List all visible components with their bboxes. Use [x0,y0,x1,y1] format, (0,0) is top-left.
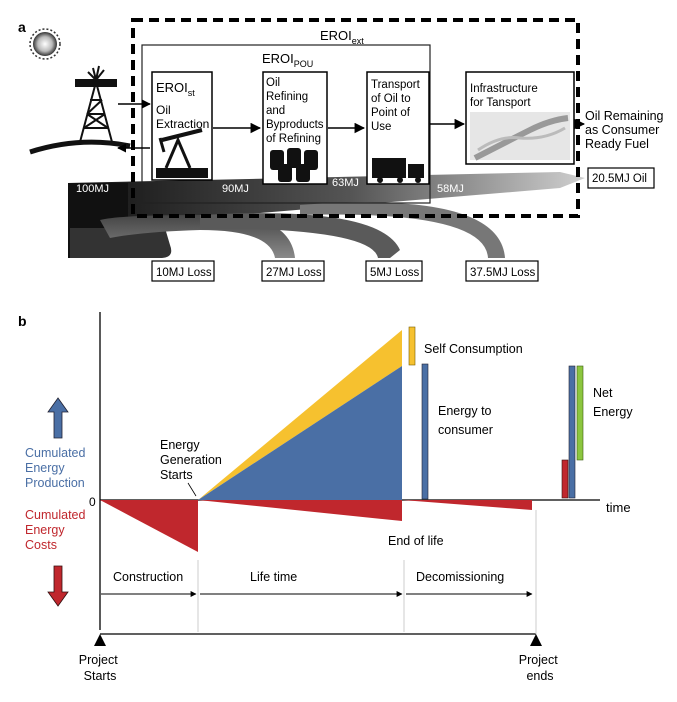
infrastructure-stage: Infrastructure for Tansport [465,71,575,165]
sun-icon [29,28,61,60]
decommissioning-cost-area [402,500,532,510]
loss-label-2: 27MJ Loss [266,267,322,279]
flow-after-extraction-label: 90MJ [222,183,249,195]
panel-b-label: b [18,313,27,329]
energy-to-consumer-bar [421,363,429,500]
loss-label-4: 37.5MJ Loss [470,267,535,279]
eroi-ext-box [131,18,580,218]
self-consumption-area [198,330,402,500]
panel-b: b 0 time Cumulated Energy Production Cum… [18,312,633,683]
flow-after-transport-label: 58MJ [437,183,464,195]
costs-label: Cumulated Energy Costs [25,508,89,552]
lifetime-cost-area [198,500,402,521]
time-label: time [606,500,631,515]
pumpjack-icon [156,128,208,178]
self-consumption-label: Self Consumption [424,342,523,356]
final-oil-label: 20.5MJ Oil [592,173,647,185]
oil-rig-icon [29,65,131,155]
production-up-arrow [47,397,69,439]
project-starts-label: Project Starts [79,653,121,683]
project-start-marker [94,634,106,646]
flow-after-refining-label: 63MJ [332,177,359,189]
energy-to-consumer-label: Energy to consumer [438,404,495,437]
net-energy-bar [576,365,584,461]
net-energy-production-bar [568,365,576,499]
loss-label-1: 10MJ Loss [156,267,212,279]
loss-boxes: 10MJ Loss 27MJ Loss 5MJ Loss 37.5MJ Loss [151,260,539,282]
generation-starts-pointer [187,482,197,497]
phase-construction: Construction [113,570,183,584]
refining-stage: Oil Refining and Byproducts of Refining [262,71,328,185]
extraction-stage: EROIst Oil Extraction [151,71,213,181]
costs-down-arrow [47,565,69,607]
truck-icon [372,158,424,183]
extraction-label: Oil Extraction [156,103,209,131]
project-ends-label: Project ends [519,653,561,683]
oil-barrels-icon [270,148,318,182]
infrastructure-label: Infrastructure for Tansport [470,83,541,109]
project-end-marker [530,634,542,646]
loss-branches [70,202,505,258]
panel-a-label: a [18,19,26,35]
flow-start-label: 100MJ [76,183,109,195]
zero-label: 0 [89,495,96,509]
net-energy-label: Net Energy [593,386,633,419]
transport-stage: Transport of Oil to Point of Use [366,71,430,185]
end-of-life-label: End of life [388,534,444,548]
energy-to-consumer-area [198,366,402,500]
panel-a: a EROIext EROIPOU [18,18,667,282]
remaining-fuel-label: Oil Remaining as Consumer Ready Fuel [585,109,667,151]
self-consumption-bar [408,326,416,366]
loss-label-3: 5MJ Loss [370,267,419,279]
net-energy-cost-bar [561,459,569,499]
generation-starts-label: Energy Generation Starts [160,438,225,482]
production-label: Cumulated Energy Production [25,446,89,490]
refining-label: Oil Refining and Byproducts of Refining [266,77,327,145]
phase-decommissioning: Decomissioning [416,570,504,584]
eroi-ext-label: EROIext [320,28,364,46]
phase-lifetime: Life time [250,570,297,584]
eroi-pou-label: EROIPOU [262,51,313,69]
eroi-st-label: EROIst [156,80,195,98]
construction-cost-area [100,500,198,552]
road-icon [470,112,570,161]
transport-label: Transport of Oil to Point of Use [371,79,423,133]
final-oil-box [587,167,655,189]
